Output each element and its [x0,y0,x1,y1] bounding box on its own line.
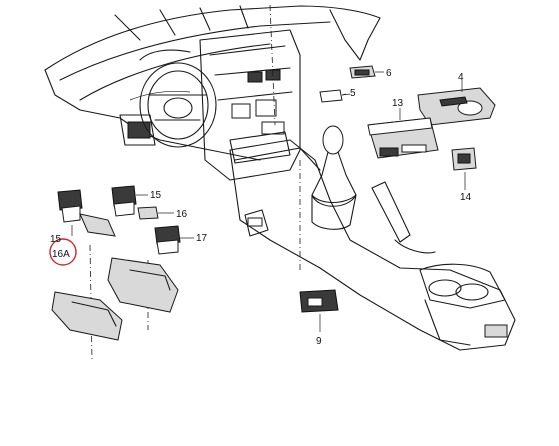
floor-console [229,139,516,351]
callout-16a: 16A [52,249,70,260]
callout-15-mid: 15 [150,190,162,201]
highlight-circle [49,238,77,266]
callout-6: 6 [386,68,392,79]
leader-lines [146,71,384,239]
part-6 [349,65,383,79]
part-5 [319,89,351,103]
switch-group-left [57,189,116,361]
callout-14: 14 [460,192,472,203]
callout-15-left: 15 [50,234,62,245]
switch-group-mid [111,185,192,330]
callout-5: 5 [350,88,356,99]
callout-4: 4 [458,72,464,83]
part-14 [451,147,477,190]
part-13 [367,108,439,159]
gear-shift [311,125,357,230]
center-stack [199,4,301,181]
part-9 [299,289,339,332]
callout-17: 17 [196,233,208,244]
steering-wheel [139,49,217,148]
callout-16: 16 [176,209,188,220]
part-4 [417,80,496,126]
lower-trims [51,257,179,341]
callout-9: 9 [316,336,322,347]
callout-13: 13 [392,98,404,109]
handbrake [371,181,436,254]
